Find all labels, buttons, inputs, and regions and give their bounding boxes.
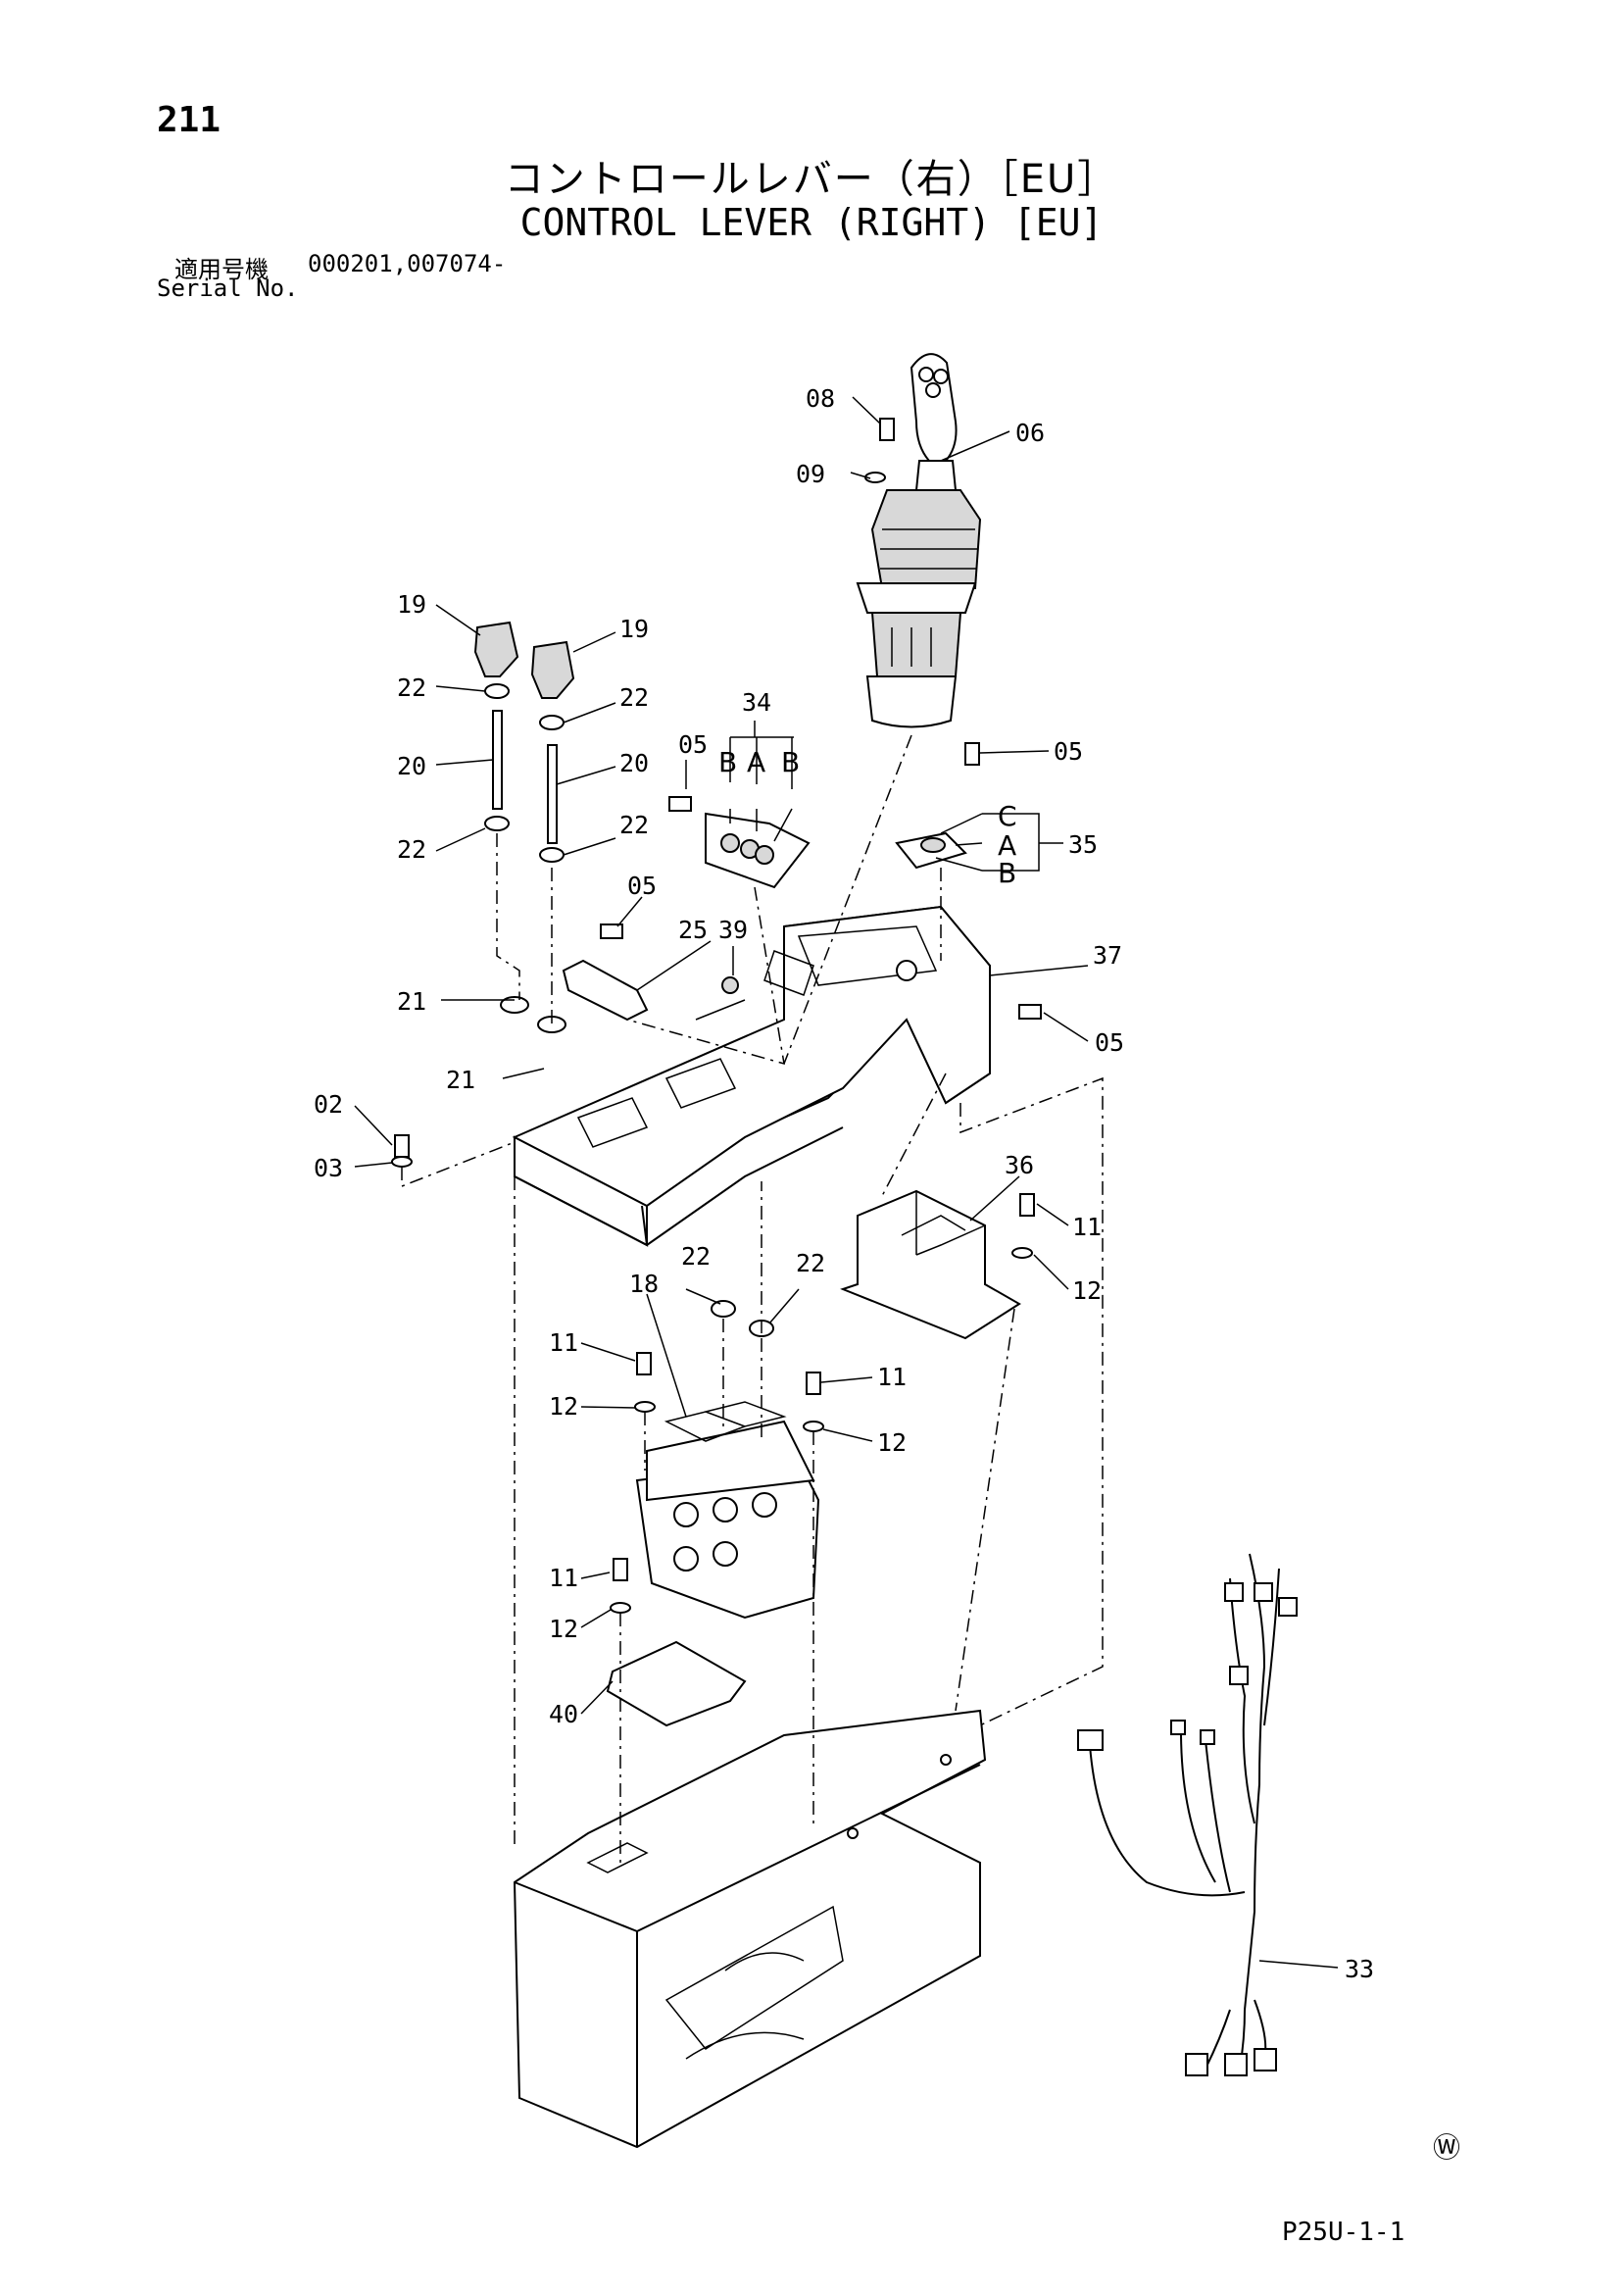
callout-22-f: 22 [796, 1249, 825, 1277]
callout-22-b: 22 [619, 683, 649, 712]
callout-22-d: 22 [619, 811, 649, 839]
assembly-lines [401, 734, 1104, 1863]
callout-35-b: B [998, 857, 1016, 889]
callout-21-b: 21 [446, 1066, 475, 1094]
callout-22-a: 22 [397, 674, 426, 702]
switch-35 [895, 831, 967, 870]
callout-02: 02 [314, 1090, 343, 1119]
switch-plate-34 [705, 812, 811, 889]
knob-right [530, 640, 575, 699]
callout-36: 36 [1005, 1151, 1034, 1179]
callout-05-c: 05 [627, 872, 657, 900]
serial-numbers: 000201,007074- [308, 250, 507, 277]
callout-12-d: 12 [549, 1615, 578, 1643]
callout-34-a: A [747, 746, 765, 778]
joystick-lever [856, 353, 982, 728]
callout-05-d: 05 [1095, 1028, 1124, 1057]
callout-22-e: 22 [681, 1242, 711, 1271]
callout-12-a: 12 [1072, 1276, 1102, 1305]
callout-35-a: A [998, 829, 1016, 862]
title-english: CONTROL LEVER (RIGHT) [EU] [519, 201, 1104, 244]
page-number: 211 [157, 100, 221, 140]
leader-lines [354, 396, 1339, 1969]
nuts-22 [484, 683, 774, 1337]
console-cover-37 [512, 905, 991, 1247]
callout-34: 34 [742, 688, 771, 717]
callout-12-b: 12 [549, 1392, 578, 1421]
callout-39: 39 [718, 916, 748, 944]
callout-19-left: 19 [397, 590, 426, 619]
callout-35: 35 [1068, 830, 1098, 859]
callout-11-c: 11 [877, 1363, 907, 1391]
callout-20-right: 20 [619, 749, 649, 777]
callout-05-a: 05 [678, 730, 708, 759]
callout-labels: 08 06 09 19 19 22 22 20 20 22 22 34 B A … [314, 384, 1460, 2164]
bracket-25 [562, 959, 649, 1022]
callout-21-a: 21 [397, 987, 426, 1016]
watermark-w-icon: Ⓦ [1433, 2131, 1460, 2164]
callout-25: 25 [678, 916, 708, 944]
callout-18: 18 [629, 1270, 659, 1298]
callout-34-b1: B [718, 746, 737, 778]
serial-label-japanese: 適用号機 [174, 256, 269, 283]
knob-left [473, 621, 519, 677]
callout-34-b2: B [781, 746, 800, 778]
callout-09: 09 [796, 460, 825, 488]
callout-20-left: 20 [397, 752, 426, 780]
callout-37: 37 [1093, 941, 1122, 970]
callout-35-c: C [998, 800, 1017, 832]
title-japanese: コントロールレバー（右）［EU］ [504, 157, 1119, 202]
callout-11-d: 11 [549, 1564, 578, 1592]
callout-03: 03 [314, 1154, 343, 1182]
callout-12-c: 12 [877, 1428, 907, 1457]
callout-40: 40 [549, 1700, 578, 1728]
callout-19-right: 19 [619, 615, 649, 643]
callout-05-b: 05 [1054, 737, 1083, 766]
bracket-36 [840, 1189, 1021, 1340]
page-code: P25U-1-1 [1282, 2218, 1405, 2247]
serial-label-english: Serial No. [157, 275, 299, 302]
callout-11-a: 11 [1072, 1213, 1102, 1241]
pilot-valve-18 [635, 1401, 820, 1620]
callout-22-c: 22 [397, 835, 426, 864]
console-frame [513, 1709, 987, 2149]
plate-40 [606, 1640, 747, 1727]
callout-08: 08 [806, 384, 835, 413]
callout-11-b: 11 [549, 1328, 578, 1357]
wire-harness-33 [1077, 1553, 1298, 2076]
callout-33: 33 [1345, 1955, 1374, 1983]
callout-06: 06 [1015, 419, 1045, 447]
